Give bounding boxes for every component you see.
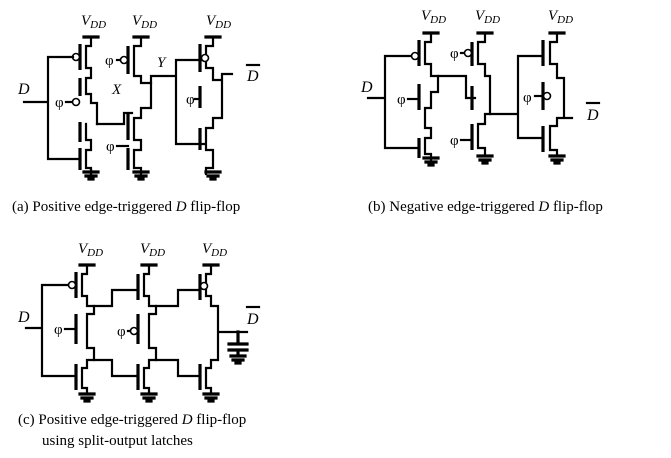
vdd-label: VDD <box>78 241 103 259</box>
stage3-wires <box>548 31 574 158</box>
d-input-label: D <box>360 79 373 96</box>
circuit-c: VDD VDD VDD D φ φ D <box>17 241 261 403</box>
phi-label: φ <box>450 46 459 62</box>
node-x-wire <box>436 74 477 100</box>
pmos-bubble <box>67 280 77 290</box>
ground-symbol <box>548 154 566 165</box>
stage2-to-stage3-wire <box>154 288 202 378</box>
phi-label: φ <box>397 92 406 108</box>
phi-label: φ <box>106 139 115 155</box>
stage2-wires <box>132 35 153 176</box>
pmos-bubble <box>71 97 81 107</box>
d-input-wire <box>24 283 78 378</box>
pmos-bubble <box>200 53 210 63</box>
phi-label: φ <box>55 95 64 111</box>
pmos-bubble <box>463 48 473 58</box>
ground-symbol <box>476 154 494 165</box>
caption-b: (b) Negative edge-triggered D flip-flop <box>368 199 603 215</box>
stage1-to-stage2-wire <box>92 288 140 378</box>
stage1-wires <box>84 35 99 176</box>
phi-label: φ <box>186 92 195 108</box>
vdd-label: VDD <box>548 8 573 26</box>
stage3-wires <box>204 263 249 396</box>
d-input-label: D <box>17 309 30 326</box>
ground-symbol <box>202 392 220 403</box>
stage1-wires <box>80 263 96 396</box>
vdd-label: VDD <box>202 241 227 259</box>
ground-symbol <box>140 392 158 403</box>
d-bar-output-label: D <box>246 311 259 328</box>
stage1-wires <box>423 31 440 162</box>
d-bar-output-label: D <box>246 68 259 85</box>
vdd-label: VDD <box>81 13 106 31</box>
ground-symbol <box>82 170 100 181</box>
phi-label: φ <box>523 90 532 106</box>
vdd-label: VDD <box>132 13 157 31</box>
d-bar-output-label: D <box>586 107 599 124</box>
caption-c-line1: (c) Positive edge-triggered D flip-flop <box>18 412 246 428</box>
pmos-bubble <box>199 281 209 291</box>
node-x-label: X <box>111 82 122 98</box>
circuit-a: VDD VDD VDD D φ X φ φ Y <box>17 13 261 181</box>
ground-symbol <box>204 170 222 181</box>
stage2-wires <box>476 31 492 158</box>
circuit-b: VDD VDD VDD D φ φ φ φ D <box>360 8 601 167</box>
phi-label: φ <box>105 53 114 69</box>
node-y-label: Y <box>157 55 167 71</box>
vdd-label: VDD <box>206 13 231 31</box>
pmos-bubble <box>542 91 552 101</box>
ground-symbol <box>422 156 440 167</box>
pmos-bubble <box>119 55 129 65</box>
vdd-label: VDD <box>421 8 446 26</box>
phi-label: φ <box>117 324 126 340</box>
load-capacitor <box>227 330 249 365</box>
stage3-wires <box>204 35 234 176</box>
pmos-bubble <box>129 326 139 336</box>
phi-label: φ <box>450 133 459 149</box>
d-input-label: D <box>17 81 30 98</box>
node-y-wire <box>149 58 206 146</box>
pmos-bubble <box>410 51 420 61</box>
caption-a: (a) Positive edge-triggered D flip-flop <box>12 199 240 215</box>
ground-symbol <box>78 392 96 403</box>
caption-c-line2: using split-output latches <box>42 433 193 449</box>
d-input-wire <box>366 54 421 150</box>
stage2-wires <box>142 263 158 396</box>
node-y-wire <box>488 54 545 140</box>
vdd-label: VDD <box>140 241 165 259</box>
vdd-label: VDD <box>475 8 500 26</box>
ground-symbol <box>132 170 150 181</box>
phi-label: φ <box>54 322 63 338</box>
d-input-wire <box>22 55 82 161</box>
